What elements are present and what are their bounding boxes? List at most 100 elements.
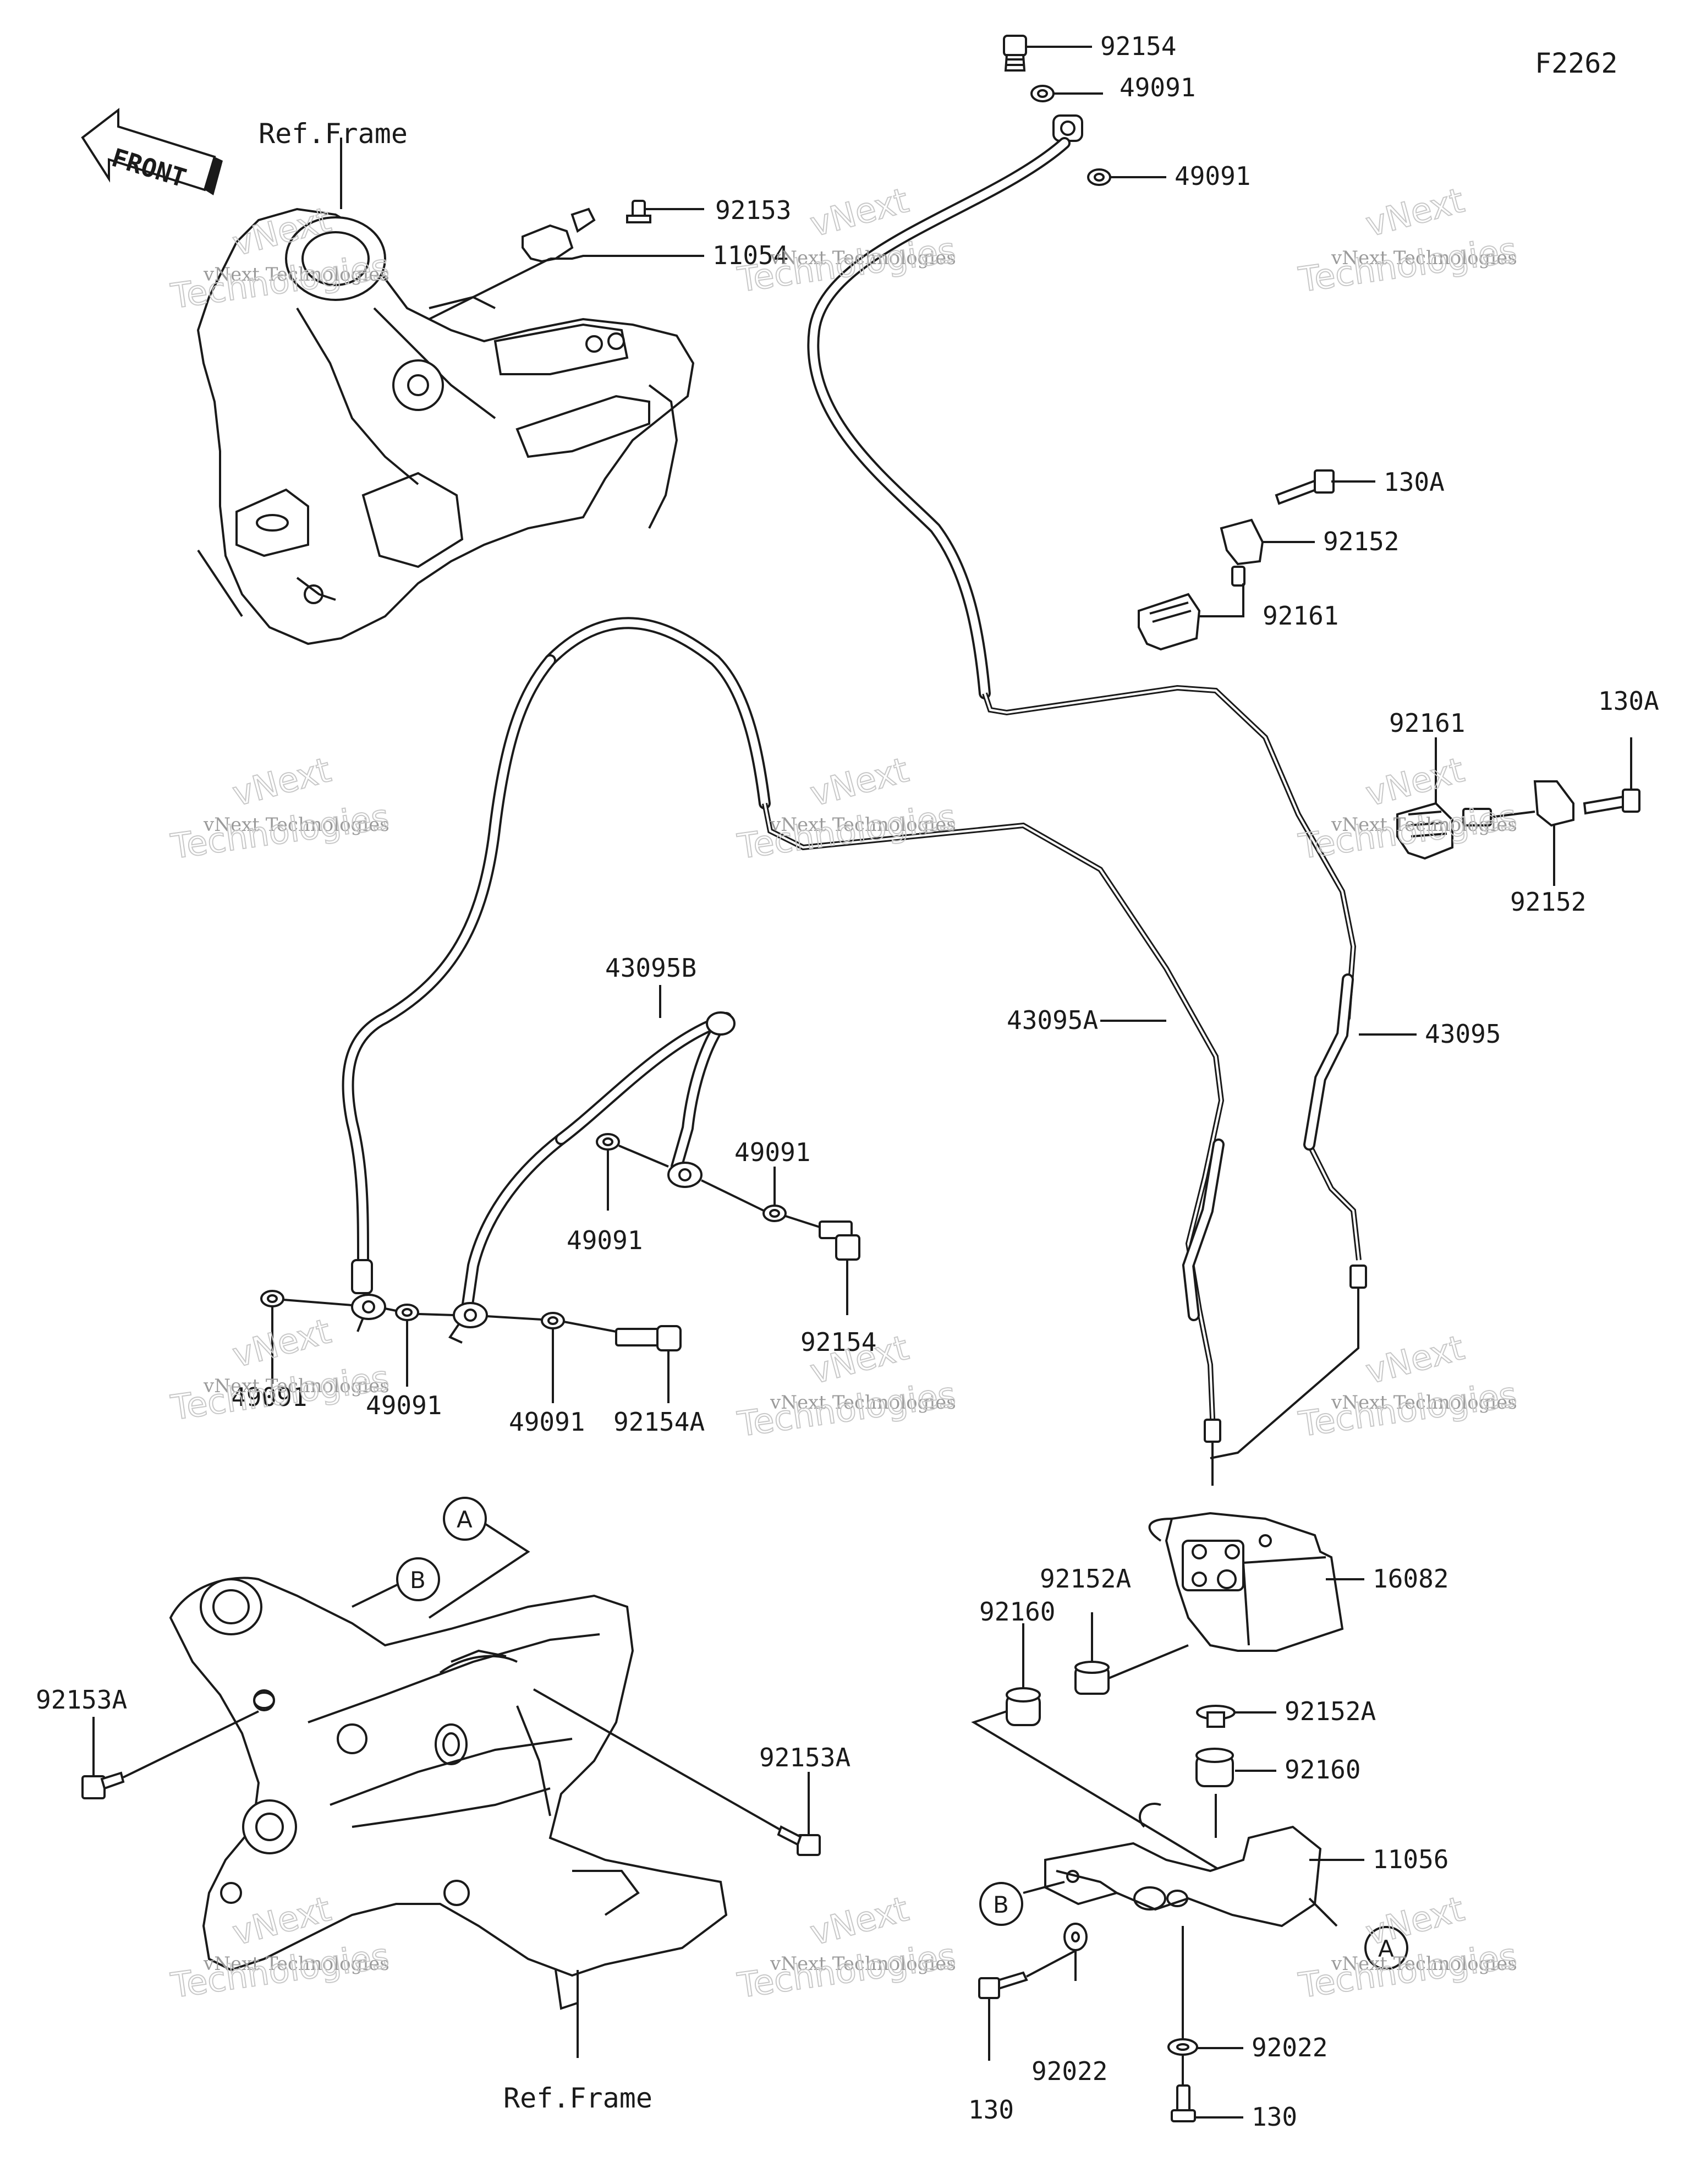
label-43095B: 43095B xyxy=(605,953,696,983)
svg-text:vNext Technologies: vNext Technologies xyxy=(770,1953,956,1975)
svg-text:vNext Technologies: vNext Technologies xyxy=(203,1953,389,1975)
washer-49091-mid1 xyxy=(596,1133,620,1151)
svg-text:Technologies: Technologies xyxy=(168,1358,392,1428)
label-ref-frame-bottom: Ref.Frame xyxy=(503,2082,652,2114)
label-92022-2: 92022 xyxy=(1252,2033,1327,2062)
label-92153A-2: 92153A xyxy=(759,1743,851,1772)
label-92022-1: 92022 xyxy=(1031,2056,1107,2086)
svg-text:vNext Technologies: vNext Technologies xyxy=(770,1392,956,1414)
label-92161-1: 92161 xyxy=(1263,601,1338,631)
svg-text:Technologies: Technologies xyxy=(1296,229,1519,300)
svg-text:vNext: vNext xyxy=(228,1311,335,1375)
svg-text:vNext Technologies: vNext Technologies xyxy=(1331,1392,1517,1414)
svg-text:Technologies: Technologies xyxy=(168,1935,392,2006)
watermark-9: vNext Technologies vNext Technologies xyxy=(1296,1327,1520,1445)
svg-text:vNext Technologies: vNext Technologies xyxy=(203,814,389,836)
clamp-11054 xyxy=(522,207,596,263)
label-49091-top1: 49091 xyxy=(1120,73,1195,102)
svg-text:B: B xyxy=(993,1891,1009,1918)
svg-text:vNext: vNext xyxy=(1362,180,1468,244)
svg-text:Technologies: Technologies xyxy=(735,1935,958,2006)
lower-frame-illustration xyxy=(169,1577,728,2010)
label-130-1: 130 xyxy=(968,2095,1014,2125)
brake-hose-43095B-b xyxy=(462,1133,567,1310)
lower-banjo-bolt-92154A xyxy=(615,1325,682,1351)
svg-text:vNext: vNext xyxy=(228,749,335,814)
watermark-11: vNext Technologies vNext Technologies xyxy=(734,1888,959,2006)
label-11056: 11056 xyxy=(1373,1844,1448,1874)
collar-92152A-1 xyxy=(1074,1661,1110,1695)
washer-92022-1 xyxy=(1063,1923,1088,1951)
washer-49091-low3 xyxy=(541,1312,565,1329)
bolt-130-1 xyxy=(978,1971,1028,1999)
watermark-1: vNext Technologies vNext Technologies xyxy=(168,199,392,317)
svg-text:A: A xyxy=(457,1506,473,1533)
label-ref-frame-top: Ref.Frame xyxy=(259,118,408,150)
svg-text:Technologies: Technologies xyxy=(1296,796,1519,867)
label-49091-mid1: 49091 xyxy=(734,1137,810,1167)
label-130A-1: 130A xyxy=(1384,467,1445,497)
watermark-10: vNext Technologies vNext Technologies xyxy=(168,1888,392,2006)
svg-text:A: A xyxy=(1378,1935,1394,1962)
svg-text:B: B xyxy=(410,1567,426,1594)
mid-banjo-bolt-92154 xyxy=(819,1220,860,1261)
bracket-11056 xyxy=(1044,1803,1322,1928)
callout-a-frame: A xyxy=(443,1497,487,1541)
upper-frame-illustration xyxy=(196,207,695,645)
label-92160-2: 92160 xyxy=(1285,1755,1360,1785)
watermark-3: vNext Technologies vNext Technologies xyxy=(1296,179,1520,300)
label-11054: 11054 xyxy=(712,240,788,270)
label-92154-top: 92154 xyxy=(1100,31,1176,61)
collar-92152-2 xyxy=(1462,780,1574,827)
label-92160-1: 92160 xyxy=(979,1597,1055,1627)
washer-49091-low1 xyxy=(260,1290,284,1307)
washer-49091-mid2 xyxy=(762,1205,787,1222)
svg-text:Technologies: Technologies xyxy=(168,796,392,867)
grommet-92161-1 xyxy=(1138,593,1201,651)
bolt-130-2 xyxy=(1171,2084,1196,2122)
diagram-code: F2262 xyxy=(1535,47,1618,79)
svg-text:vNext Technologies: vNext Technologies xyxy=(770,247,956,269)
callout-a-bracket: A xyxy=(1364,1926,1408,1970)
label-49091-top2: 49091 xyxy=(1175,161,1250,191)
bolt-92153A-right xyxy=(777,1825,821,1856)
watermark-8: vNext Technologies vNext Technologies xyxy=(734,1327,959,1445)
washer-49091-top1 xyxy=(1030,85,1055,102)
abs-unit-16082 xyxy=(1148,1512,1344,1652)
bolt-92153A-left xyxy=(81,1771,125,1799)
svg-text:vNext Technologies: vNext Technologies xyxy=(1331,814,1517,836)
callout-b-bracket: B xyxy=(979,1882,1023,1926)
collar-92152A-2 xyxy=(1196,1705,1236,1728)
label-43095A: 43095A xyxy=(1007,1005,1098,1035)
label-92153A-1: 92153A xyxy=(36,1685,127,1715)
label-43095: 43095 xyxy=(1425,1019,1501,1049)
svg-text:vNext Technologies: vNext Technologies xyxy=(203,1375,389,1397)
grommet-92160-2 xyxy=(1195,1748,1234,1787)
callout-b-frame: B xyxy=(396,1557,440,1601)
bolt-130A-2 xyxy=(1583,789,1640,815)
mid-banjo-fitting xyxy=(667,1162,703,1188)
label-130-2: 130 xyxy=(1252,2102,1297,2132)
washer-49091-low2 xyxy=(395,1304,419,1321)
washer-92022-2 xyxy=(1167,2038,1198,2056)
label-49091-mid2: 49091 xyxy=(567,1225,643,1255)
upper-banjo-fitting xyxy=(1052,114,1083,142)
grommet-92160-1 xyxy=(1006,1687,1041,1726)
label-49091-low1: 49091 xyxy=(231,1382,307,1412)
bolt-92153 xyxy=(626,200,651,223)
svg-text:vNext: vNext xyxy=(228,1889,335,1953)
svg-text:vNext Technologies: vNext Technologies xyxy=(203,264,389,286)
svg-text:vNext Technologies: vNext Technologies xyxy=(1331,247,1517,269)
label-92152A-1: 92152A xyxy=(1040,1564,1131,1594)
brake-hose-43095A-top xyxy=(544,617,771,809)
label-92152-2: 92152 xyxy=(1510,887,1586,917)
label-92152-1: 92152 xyxy=(1323,527,1399,556)
label-92152A-2: 92152A xyxy=(1285,1696,1376,1726)
svg-text:Technologies: Technologies xyxy=(735,1374,958,1444)
label-49091-low2: 49091 xyxy=(366,1391,442,1420)
bolt-130A-1 xyxy=(1275,469,1335,505)
svg-text:Technologies: Technologies xyxy=(1296,1374,1519,1444)
label-92154-mid: 92154 xyxy=(800,1327,876,1357)
upper-banjo-bolt-92154 xyxy=(1003,35,1027,72)
